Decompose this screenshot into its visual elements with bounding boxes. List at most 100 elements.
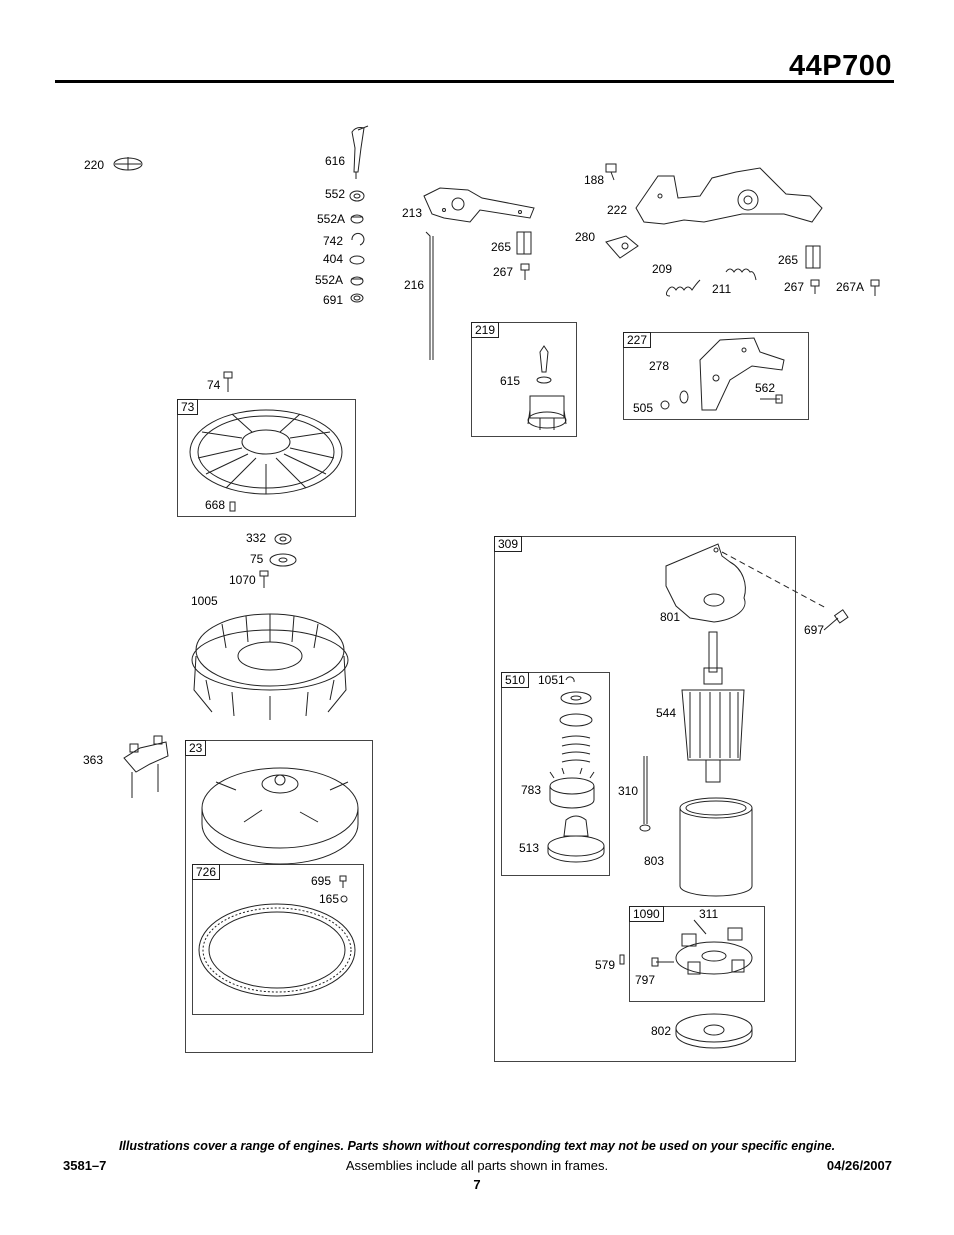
part-label-222: 222 <box>607 203 628 217</box>
part-579-clip-icon <box>619 954 625 965</box>
part-219-governor-icon <box>527 345 567 430</box>
part-510-drive-kit-icon <box>559 691 593 763</box>
footer-date: 04/26/2007 <box>826 1158 892 1173</box>
part-742-clip-icon <box>351 232 365 246</box>
part-label-513: 513 <box>519 841 540 855</box>
part-75-washer-icon <box>269 553 297 567</box>
part-505-nut-icon <box>660 400 670 410</box>
model-number: 44P700 <box>789 50 892 82</box>
part-213-bracket-icon <box>423 187 535 223</box>
part-188-screw-icon <box>605 163 617 181</box>
part-209-spring-icon <box>665 279 701 297</box>
part-label-742: 742 <box>323 234 344 248</box>
part-1070-screw-icon <box>259 570 269 588</box>
part-label-216: 216 <box>404 278 425 292</box>
part-label-783: 783 <box>521 783 542 797</box>
frame-510 <box>501 672 610 876</box>
frame-23 <box>185 740 373 1053</box>
part-265b-link-icon <box>805 245 821 269</box>
part-332-nut-icon <box>274 533 292 545</box>
part-1051-clip-icon <box>565 676 575 683</box>
part-label-267A: 267A <box>836 280 865 294</box>
part-552-washer-icon <box>349 190 365 202</box>
part-165-washer-icon <box>340 895 348 903</box>
frame-1090 <box>629 906 765 1002</box>
part-label-188: 188 <box>584 173 605 187</box>
part-216-rod-icon <box>425 231 434 360</box>
part-label-803: 803 <box>644 854 665 868</box>
part-310-bolt-icon <box>639 756 651 832</box>
frame-309 <box>494 536 796 1062</box>
frame-726 <box>192 864 364 1015</box>
part-label-797: 797 <box>635 973 656 987</box>
part-803-housing-icon <box>679 797 753 897</box>
part-label-552a-1: 552A <box>317 212 346 226</box>
part-668-clip-icon <box>229 501 236 512</box>
part-label-691: 691 <box>323 293 344 307</box>
part-label-267-b: 267 <box>784 280 805 294</box>
part-552a-seal-icon <box>350 214 364 224</box>
part-label-363: 363 <box>83 753 104 767</box>
part-552a-seal2-icon <box>350 276 364 286</box>
part-label-311: 311 <box>699 907 719 921</box>
part-label-802: 802 <box>651 1024 672 1038</box>
part-726-ring-gear-icon <box>198 903 356 997</box>
part-1005-fan-icon <box>191 613 349 720</box>
part-278-washer-icon <box>679 390 689 404</box>
part-label-332: 332 <box>246 531 267 545</box>
frame-227 <box>623 332 809 420</box>
part-label-562: 562 <box>755 381 776 395</box>
part-label-265-a: 265 <box>491 240 512 254</box>
part-label-552a-2: 552A <box>315 273 344 287</box>
frame-tag-219: 219 <box>471 322 500 338</box>
footer-doc-number: 3581–7 <box>63 1158 107 1173</box>
part-label-552: 552 <box>325 187 346 201</box>
part-797-terminal-icon <box>651 957 674 967</box>
part-23-flywheel-icon <box>201 767 359 865</box>
part-265-link-icon <box>516 231 532 255</box>
header-rule <box>55 80 894 83</box>
part-label-1005: 1005 <box>191 594 218 608</box>
part-label-616: 616 <box>325 154 346 168</box>
part-label-615: 615 <box>500 374 521 388</box>
part-label-75: 75 <box>250 552 264 566</box>
part-label-1070: 1070 <box>229 573 256 587</box>
part-267-screw-icon <box>520 263 530 280</box>
part-label-220: 220 <box>84 158 105 172</box>
part-label-211: 211 <box>712 282 732 296</box>
part-label-267-a: 267 <box>493 265 514 279</box>
part-227-bracket-icon <box>699 337 785 411</box>
part-label-213: 213 <box>402 206 423 220</box>
part-363-armature-icon <box>123 735 169 798</box>
part-label-404: 404 <box>323 252 344 266</box>
part-783-gear-icon <box>549 767 595 809</box>
part-267a-screw-icon <box>870 279 880 296</box>
part-801-end-cap-icon <box>665 543 827 623</box>
part-label-668: 668 <box>205 498 226 512</box>
part-616-tube-icon <box>351 125 369 179</box>
part-label-695: 695 <box>311 874 332 888</box>
footer-assemblies-note: Assemblies include all parts shown in fr… <box>345 1158 609 1173</box>
frame-tag-726: 726 <box>192 864 221 880</box>
frame-tag-309: 309 <box>494 536 523 552</box>
part-label-278: 278 <box>649 359 670 373</box>
part-label-209: 209 <box>652 262 673 276</box>
part-label-1051: 1051 <box>538 673 565 687</box>
part-695-screw-icon <box>339 875 347 888</box>
frame-tag-227: 227 <box>623 332 652 348</box>
part-220-screen-icon <box>113 157 143 171</box>
frame-tag-1090: 1090 <box>629 906 664 922</box>
footer-disclaimer: Illustrations cover a range of engines. … <box>118 1139 836 1153</box>
part-label-310: 310 <box>618 784 639 798</box>
part-280-clamp-icon <box>605 235 639 259</box>
part-label-265-b: 265 <box>778 253 799 267</box>
part-label-697: 697 <box>804 623 825 637</box>
frame-73 <box>177 399 356 517</box>
part-label-280: 280 <box>575 230 596 244</box>
part-802-end-plate-icon <box>675 1013 753 1049</box>
part-222-bracket-icon <box>635 167 823 225</box>
frame-219 <box>471 322 577 437</box>
part-73-blower-housing-icon <box>189 409 343 495</box>
part-label-74: 74 <box>207 378 221 392</box>
part-label-579: 579 <box>595 958 616 972</box>
